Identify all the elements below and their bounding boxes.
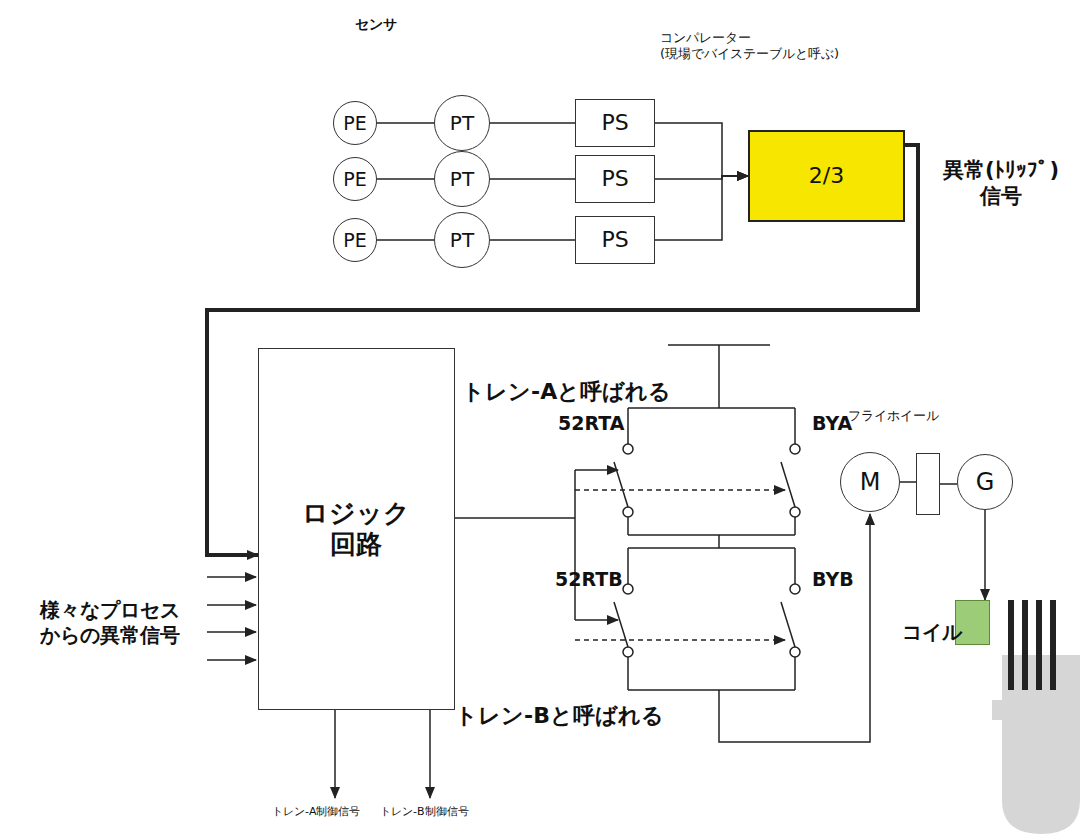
transmitter-circle: PT (434, 212, 490, 268)
process-input-note: 様々なプロセス からの異常信号 (40, 598, 192, 648)
train-label: トレン-Bと呼ばれる (455, 702, 664, 730)
node-text: PE (343, 112, 366, 135)
logic-circuit-box: ロジック 回路 (258, 348, 455, 710)
signal-wire (490, 122, 575, 124)
signal-wire (655, 176, 748, 240)
control-signal-label: トレン-A制御信号 (272, 805, 361, 819)
node-text: PS (601, 227, 628, 253)
sensor-element: PE (333, 157, 377, 201)
signal-wire (984, 510, 986, 600)
node-text: PS (601, 166, 628, 192)
edge-label: 異常(ﾄﾘｯﾌﾟ) 信号 (926, 157, 1076, 210)
comparator-box: PS (575, 155, 655, 203)
train-label: トレン-Aと呼ばれる (462, 378, 671, 406)
breaker-name: 52RTB (555, 568, 623, 592)
sensor-element: PE (333, 218, 377, 262)
comparator-box: PS (575, 99, 655, 147)
signal-wire (377, 178, 434, 180)
node-text: フライホイール (848, 408, 939, 424)
comparator-note: コンパレーター (現場でバイステーブルと呼ぶ) (660, 30, 855, 63)
signal-wire (490, 178, 575, 180)
transmitter-circle: PT (434, 151, 490, 207)
signal-wire (900, 481, 916, 483)
breaker-name: 52RTA (558, 412, 624, 436)
voting-logic-box: 2/3 (748, 130, 905, 222)
node-text: PT (450, 167, 474, 191)
node-text: コイル (902, 620, 962, 644)
node-text: PS (601, 110, 628, 136)
node-text: 2/3 (809, 163, 844, 189)
signal-wire (490, 239, 575, 241)
signal-wire (940, 483, 957, 485)
node-text: ロジック 回路 (301, 498, 413, 560)
sensor-element: PE (333, 101, 377, 145)
signal-wire (377, 239, 434, 241)
coil-block: コイル (955, 600, 990, 645)
breaker-name: BYA (812, 412, 852, 436)
flywheel: フライホイール (916, 453, 940, 515)
node-text: PT (450, 111, 474, 135)
node-text: M (860, 468, 881, 497)
node-text: G (976, 468, 995, 497)
motor-circle: M (840, 452, 900, 512)
signal-wire (655, 123, 748, 176)
node-text: PT (450, 228, 474, 252)
comparator-box: PS (575, 216, 655, 264)
transmitter-circle: PT (434, 95, 490, 151)
signal-wire (377, 122, 434, 124)
generator-circle: G (957, 454, 1013, 510)
breaker-name: BYB (812, 568, 854, 592)
sensor-label: センサ (355, 16, 397, 34)
node-text: PE (343, 229, 366, 252)
control-signal-label: トレン-B制御信号 (380, 805, 469, 819)
node-text: PE (343, 168, 366, 191)
